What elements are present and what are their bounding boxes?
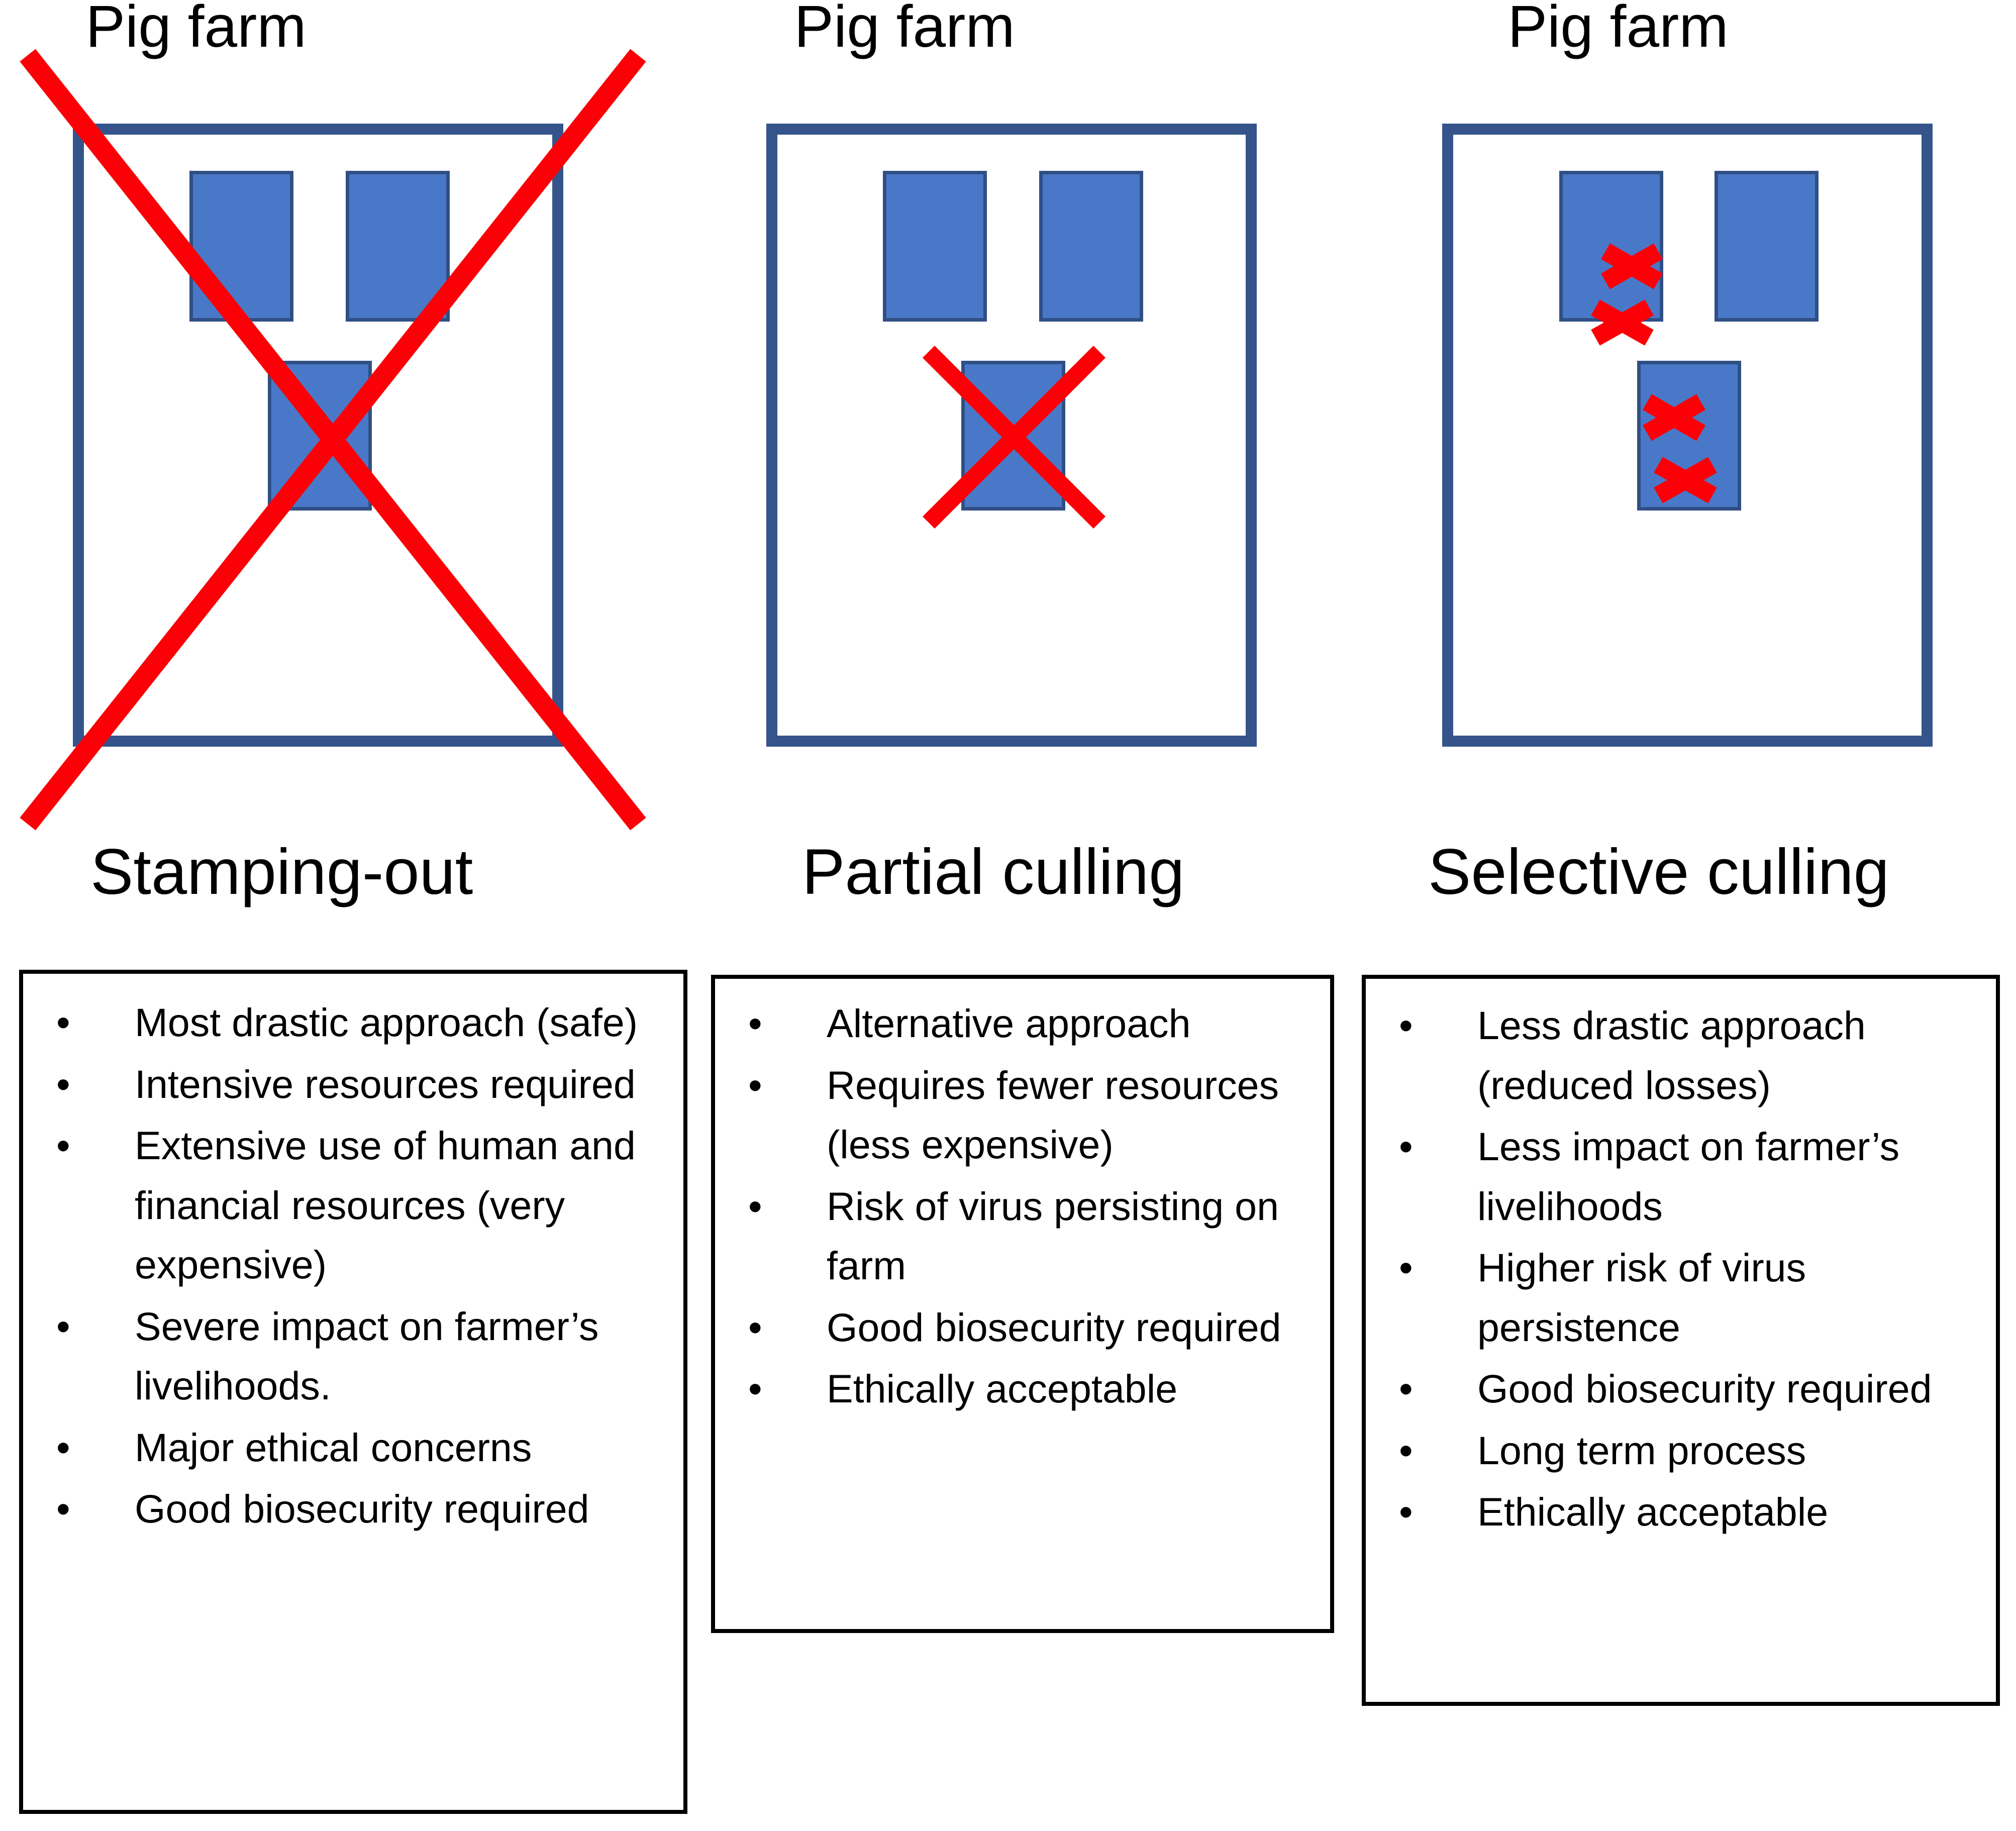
bullet-glyph: • <box>1399 1489 1413 1534</box>
list-item: • Good biosecurity required <box>1366 1359 1973 1419</box>
list-item: • Good biosecurity required <box>23 1479 660 1539</box>
farm-building-3-right <box>1715 171 1819 322</box>
feature-box-stamping-out: • Most drastic approach (safe) • Intensi… <box>19 970 687 1814</box>
list-item: • Requires fewer resources (less expensi… <box>715 1056 1307 1175</box>
farm-building-2-left <box>883 171 987 322</box>
farm-building-1-bottom <box>268 361 372 511</box>
list-item: • Good biosecurity required <box>715 1298 1307 1358</box>
list-item: • Alternative approach <box>715 994 1307 1054</box>
list-item: • Long term process <box>1366 1421 1973 1481</box>
approach-heading-partial-culling: Partial culling <box>802 836 1185 908</box>
list-item: • Intensive resources required <box>23 1055 660 1114</box>
bullet-glyph: • <box>1399 1003 1413 1048</box>
bullet-glyph: • <box>748 1001 762 1046</box>
approach-heading-selective-culling: Selective culling <box>1428 836 1889 908</box>
feature-box-partial-culling: • Alternative approach • Requires fewer … <box>711 975 1334 1633</box>
bullet-glyph: • <box>1399 1124 1413 1169</box>
bullet-glyph: • <box>56 1303 70 1349</box>
bullet-glyph: • <box>748 1304 762 1350</box>
bullet-glyph: • <box>1399 1366 1413 1411</box>
farm-building-1-left <box>189 171 293 322</box>
bullet-glyph: • <box>748 1366 762 1411</box>
farm-title-3: Pig farm <box>1507 0 1729 60</box>
list-item: • Higher risk of virus persistence <box>1366 1238 1973 1357</box>
bullet-glyph: • <box>56 1000 70 1045</box>
bullet-glyph: • <box>1399 1428 1413 1473</box>
farm-building-2-right <box>1039 171 1143 322</box>
list-item: • Extensive use of human and financial r… <box>23 1116 660 1295</box>
farm-building-1-right <box>346 171 450 322</box>
bullet-glyph: • <box>56 1486 70 1531</box>
feature-box-selective-culling: • Less drastic approach (reduced losses)… <box>1362 975 2000 1706</box>
list-item: • Ethically acceptable <box>715 1359 1307 1419</box>
list-item: • Ethically acceptable <box>1366 1482 1973 1542</box>
list-item: • Risk of virus persisting on farm <box>715 1177 1307 1296</box>
bullet-glyph: • <box>56 1425 70 1470</box>
list-item: • Severe impact on farmer’s livelihoods. <box>23 1297 660 1416</box>
list-item: • Major ethical concerns <box>23 1418 660 1478</box>
list-item: • Less drastic approach (reduced losses) <box>1366 996 1973 1115</box>
farm-building-3-bottom <box>1637 361 1741 511</box>
farm-title-1: Pig farm <box>85 0 307 60</box>
bullet-glyph: • <box>748 1183 762 1229</box>
list-item: • Most drastic approach (safe) <box>23 993 660 1053</box>
farm-boundary-3 <box>1442 124 1933 747</box>
farm-building-3-left <box>1559 171 1663 322</box>
feature-list-stamping-out: • Most drastic approach (safe) • Intensi… <box>23 974 683 1539</box>
farm-building-2-bottom <box>961 361 1065 511</box>
bullet-glyph: • <box>56 1123 70 1168</box>
bullet-glyph: • <box>1399 1245 1413 1290</box>
bullet-glyph: • <box>56 1061 70 1106</box>
feature-list-partial-culling: • Alternative approach • Requires fewer … <box>715 979 1330 1419</box>
list-item: • Less impact on farmer’s livelihoods <box>1366 1117 1973 1236</box>
bullet-glyph: • <box>748 1062 762 1107</box>
farm-title-2: Pig farm <box>794 0 1015 60</box>
feature-list-selective-culling: • Less drastic approach (reduced losses)… <box>1366 979 1996 1542</box>
approach-heading-stamping-out: Stamping-out <box>90 836 473 908</box>
